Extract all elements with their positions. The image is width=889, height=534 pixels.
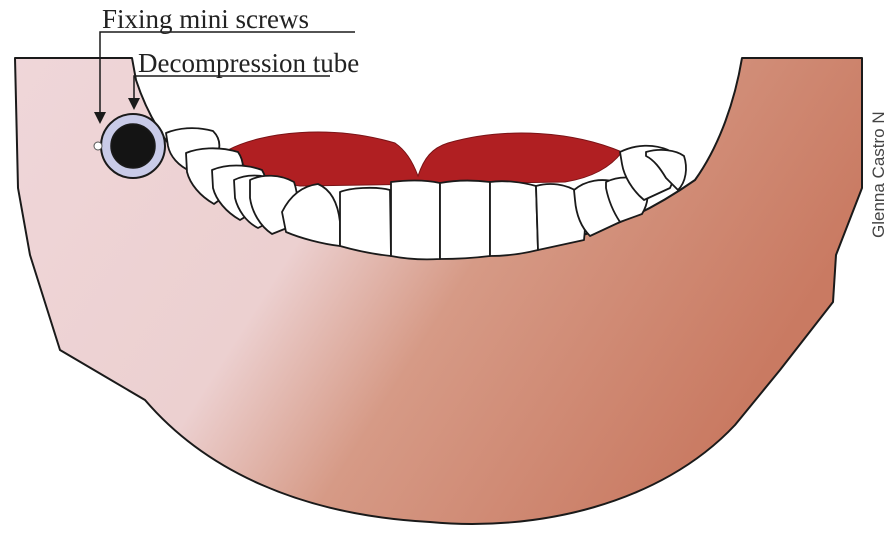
tooth [340,188,391,256]
tooth [490,181,538,256]
tooth [440,181,490,259]
credit-text: Glenna Castro N [869,111,888,238]
label-decompression-tube: Decompression tube [138,48,359,78]
decompression-tube-leader [134,76,330,104]
tooth [391,181,440,260]
label-fixing-mini-screws: Fixing mini screws [102,4,309,34]
